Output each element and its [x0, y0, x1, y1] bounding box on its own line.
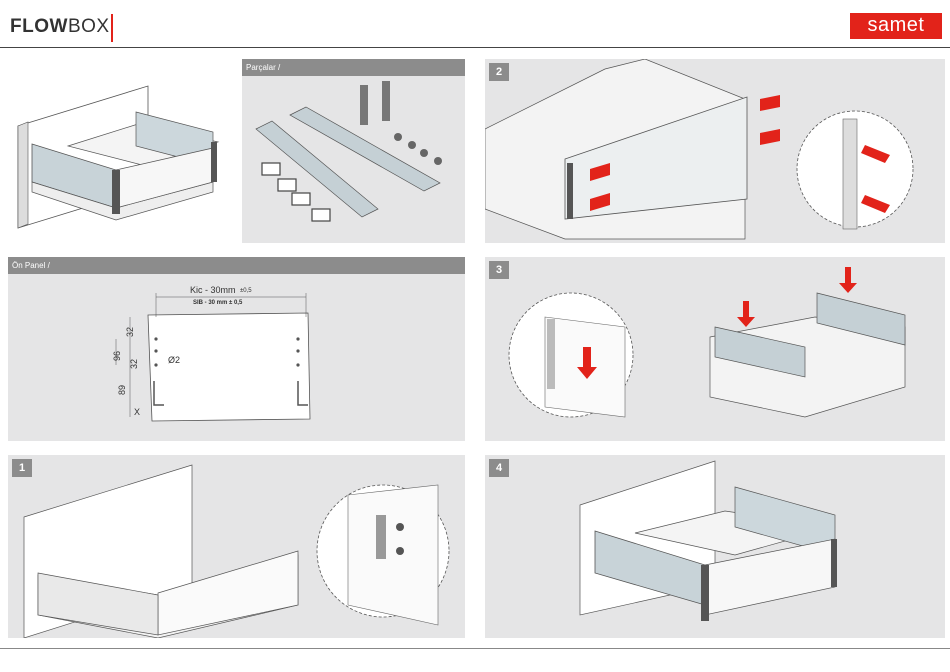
header: FLOWBOX samet — [0, 0, 950, 48]
dim-32-mid: 32 — [129, 359, 139, 369]
parts-panel: Parçalar / — [242, 59, 465, 243]
overview-illustration — [8, 58, 236, 244]
front-panel-panel: Ön Panel / Kic - 30mm ±0,5 SIB - 30 mm ±… — [8, 257, 465, 441]
header-rule — [0, 47, 950, 48]
footer-rule — [0, 648, 950, 649]
step2-panel: 2 — [485, 59, 945, 243]
dim-x: X — [134, 407, 140, 417]
dim-96: 96 — [112, 351, 122, 361]
step4-panel: 4 — [485, 455, 945, 638]
step3-panel: 3 — [485, 257, 945, 441]
brand-title: FLOWBOX — [10, 16, 110, 38]
dim-32-top: 32 — [125, 327, 135, 337]
kic-tolerance: ±0,5 — [240, 288, 252, 294]
sib-dimension: SIB - 30 mm ± 0,5 — [193, 300, 242, 306]
hole-diameter: Ø2 — [168, 355, 180, 365]
dim-89: 89 — [117, 385, 127, 395]
brand-divider — [111, 14, 113, 42]
samet-logo: samet — [850, 13, 942, 39]
kic-dimension: Kic - 30mm — [190, 285, 236, 295]
step1-panel: 1 — [8, 455, 465, 638]
